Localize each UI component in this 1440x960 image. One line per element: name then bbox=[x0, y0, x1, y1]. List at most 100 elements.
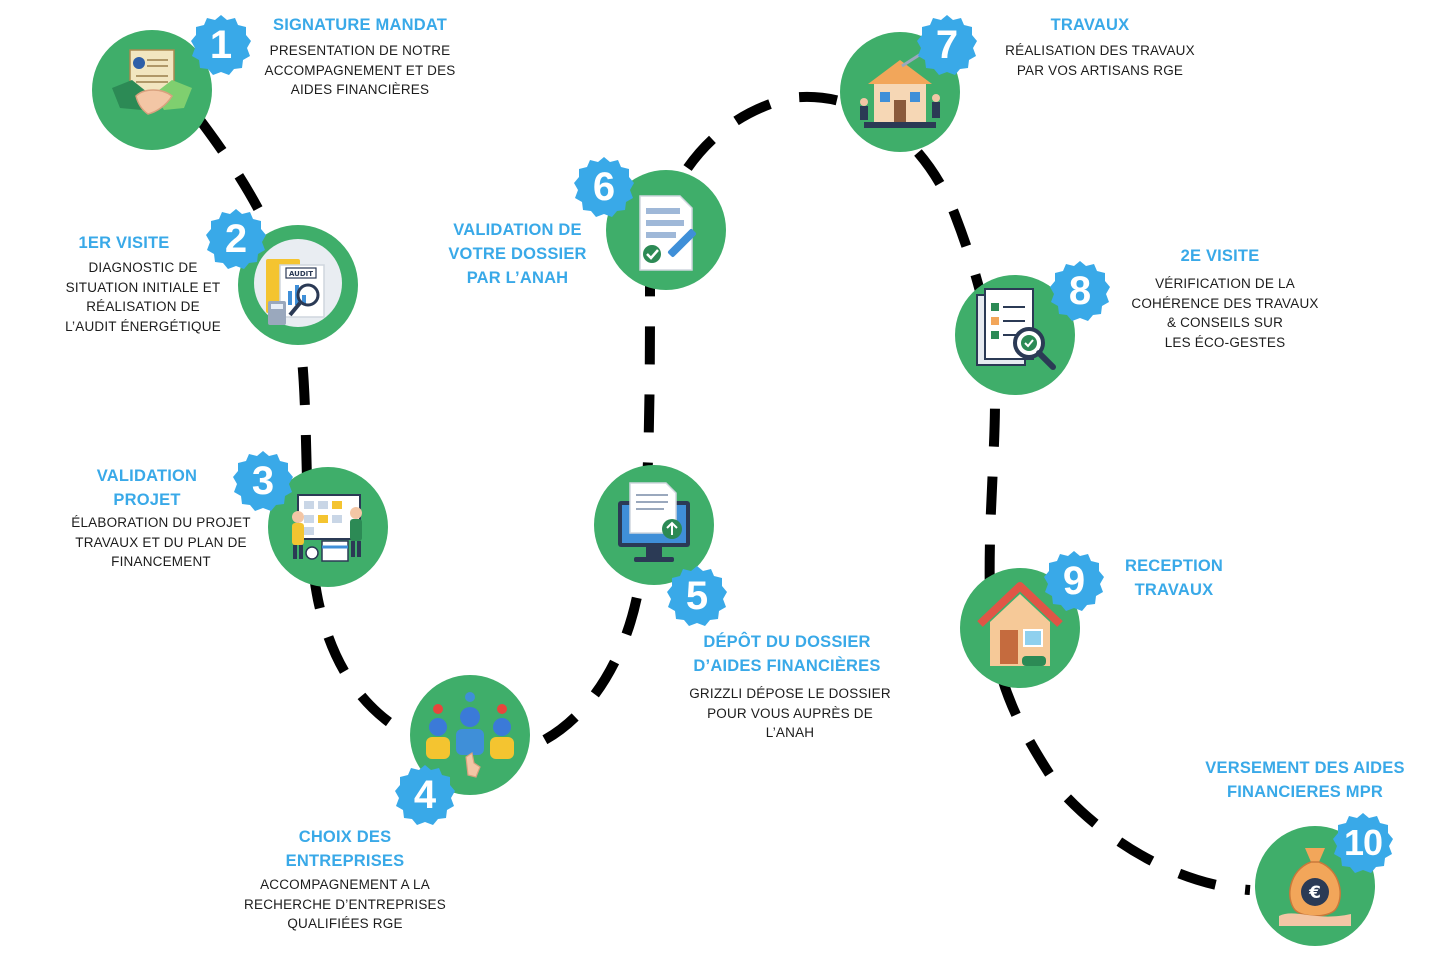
title-line: CHOIX DES bbox=[298, 828, 392, 846]
step-10-title: VERSEMENT DES AIDES FINANCIERES MPR bbox=[1180, 756, 1430, 804]
desc-line: & CONSEILS SUR bbox=[1166, 315, 1284, 330]
step-number: 7 bbox=[935, 22, 959, 67]
desc-line: FINANCEMENT bbox=[111, 554, 211, 569]
step-8-description: VÉRIFICATION DE LA COHÉRENCE DES TRAVAUX… bbox=[1110, 274, 1340, 352]
title-line: D’AIDES FINANCIÈRES bbox=[693, 657, 881, 675]
handshake-contract-icon bbox=[112, 49, 192, 115]
step-4-description: ACCOMPAGNEMENT A LA RECHERCHE D’ENTREPRI… bbox=[235, 875, 455, 934]
svg-text:€: € bbox=[1308, 883, 1321, 903]
desc-line: ACCOMPAGNEMENT A LA bbox=[260, 877, 430, 892]
computer-upload-icon bbox=[618, 482, 690, 562]
desc-line: GRIZZLI DÉPOSE LE DOSSIER bbox=[689, 686, 891, 701]
desc-line: LES ÉCO-GESTES bbox=[1164, 334, 1286, 350]
desc-line: L’AUDIT ÉNERGÉTIQUE bbox=[65, 318, 221, 334]
desc-line: COHÉRENCE DES TRAVAUX bbox=[1131, 295, 1319, 311]
team-selection-icon bbox=[426, 692, 514, 778]
house-icon bbox=[977, 582, 1063, 666]
badge-shape bbox=[206, 209, 266, 269]
badge-shape bbox=[233, 451, 293, 511]
step-1-description: PRESENTATION DE NOTRE ACCOMPAGNEMENT ET … bbox=[250, 41, 470, 100]
checklist-magnifier-icon bbox=[976, 288, 1056, 370]
desc-line: RECHERCHE D’ENTREPRISES bbox=[244, 896, 446, 912]
step-number: 6 bbox=[592, 164, 616, 209]
title-line: TRAVAUX bbox=[1134, 581, 1214, 599]
step-4-title: CHOIX DES ENTREPRISES bbox=[255, 825, 435, 873]
step-4-badge: 4 bbox=[394, 764, 456, 826]
title-line: SIGNATURE MANDAT bbox=[273, 16, 447, 34]
title-line: ENTREPRISES bbox=[285, 852, 405, 870]
step-number: 8 bbox=[1068, 268, 1092, 313]
badge-shape bbox=[667, 566, 727, 626]
desc-line: DIAGNOSTIC DE bbox=[88, 260, 198, 275]
title-line: PROJET bbox=[113, 491, 181, 509]
title-line: PAR L’ANAH bbox=[466, 269, 569, 287]
step-number: 4 bbox=[413, 772, 437, 817]
desc-line: AIDES FINANCIÈRES bbox=[290, 82, 430, 97]
title-line: VALIDATION DE bbox=[453, 221, 582, 239]
title-line: RECEPTION bbox=[1124, 557, 1224, 575]
step-5-badge: 5 bbox=[666, 565, 728, 627]
step-5-title: DÉPÔT DU DOSSIER D’AIDES FINANCIÈRES bbox=[672, 630, 902, 678]
desc-line: POUR VOUS AUPRÈS DE bbox=[707, 705, 873, 721]
desc-line: SITUATION INITIALE ET bbox=[65, 279, 221, 295]
step-number: 1 bbox=[209, 22, 233, 67]
badge-shape bbox=[1333, 813, 1393, 873]
desc-line: VÉRIFICATION DE LA bbox=[1155, 276, 1295, 291]
title-line: VALIDATION bbox=[96, 467, 198, 485]
title-line: VERSEMENT DES AIDES bbox=[1205, 759, 1405, 777]
title-line: FINANCIERES MPR bbox=[1226, 783, 1384, 801]
step-number: 10 bbox=[1343, 822, 1383, 863]
step-7-title: TRAVAUX bbox=[1000, 13, 1180, 37]
planning-board-icon bbox=[292, 494, 362, 562]
step-2-title: 1ER VISITE bbox=[58, 231, 190, 255]
badge-shape bbox=[395, 765, 455, 825]
step-9-circle bbox=[960, 568, 1080, 688]
step-10-badge: 10 bbox=[1332, 812, 1394, 874]
title-line: VOTRE DOSSIER bbox=[448, 245, 587, 263]
desc-line: QUALIFIÉES RGE bbox=[287, 916, 403, 931]
step-9-title: RECEPTION TRAVAUX bbox=[1104, 554, 1244, 602]
title-line: 1ER VISITE bbox=[78, 234, 170, 252]
step-5-description: GRIZZLI DÉPOSE LE DOSSIER POUR VOUS AUPR… bbox=[680, 684, 900, 743]
step-7-description: RÉALISATION DES TRAVAUX PAR VOS ARTISANS… bbox=[990, 41, 1210, 80]
step-9-badge: 9 bbox=[1043, 550, 1105, 612]
step-7-badge: 7 bbox=[916, 14, 978, 76]
desc-line: ACCOMPAGNEMENT ET DES bbox=[264, 62, 456, 78]
step-2-description: DIAGNOSTIC DE SITUATION INITIALE ET RÉAL… bbox=[48, 258, 238, 336]
step-8-badge: 8 bbox=[1049, 260, 1111, 322]
step-1-badge: 1 bbox=[190, 14, 252, 76]
step-5-circle bbox=[594, 465, 714, 585]
step-3-description: ÉLABORATION DU PROJET TRAVAUX ET DU PLAN… bbox=[56, 513, 266, 572]
desc-line: RÉALISATION DE bbox=[86, 299, 200, 314]
step-1-circle bbox=[92, 30, 212, 150]
audit-folder-icon: AUDIT bbox=[254, 239, 342, 327]
badge-shape bbox=[1044, 551, 1104, 611]
desc-line: TRAVAUX ET DU PLAN DE bbox=[75, 534, 247, 550]
title-line: TRAVAUX bbox=[1050, 16, 1130, 34]
desc-line: L’ANAH bbox=[765, 725, 815, 740]
step-7-circle bbox=[840, 32, 960, 152]
badge-shape bbox=[917, 15, 977, 75]
step-2-badge: 2 bbox=[205, 208, 267, 270]
badge-shape bbox=[1050, 261, 1110, 321]
step-1-title: SIGNATURE MANDAT bbox=[240, 13, 480, 37]
title-line: DÉPÔT DU DOSSIER bbox=[703, 633, 871, 651]
step-3-badge: 3 bbox=[232, 450, 294, 512]
desc-line: PAR VOS ARTISANS RGE bbox=[1016, 62, 1184, 78]
audit-label: AUDIT bbox=[289, 270, 313, 278]
badge-shape bbox=[574, 157, 634, 217]
step-6-badge: 6 bbox=[573, 156, 635, 218]
step-8-title: 2E VISITE bbox=[1140, 244, 1300, 268]
desc-line: PRESENTATION DE NOTRE bbox=[269, 43, 451, 58]
badge-shape bbox=[191, 15, 251, 75]
step-number: 3 bbox=[251, 458, 275, 503]
euro-money-bag-icon: € bbox=[1279, 848, 1351, 926]
validated-document-icon bbox=[639, 195, 697, 271]
desc-line: RÉALISATION DES TRAVAUX bbox=[1005, 43, 1195, 58]
step-6-title: VALIDATION DE VOTRE DOSSIER PAR L’ANAH bbox=[430, 218, 605, 290]
step-number: 5 bbox=[685, 573, 709, 618]
step-number: 9 bbox=[1062, 558, 1086, 603]
step-number: 2 bbox=[224, 216, 248, 261]
step-3-title: VALIDATION PROJET bbox=[82, 464, 212, 512]
